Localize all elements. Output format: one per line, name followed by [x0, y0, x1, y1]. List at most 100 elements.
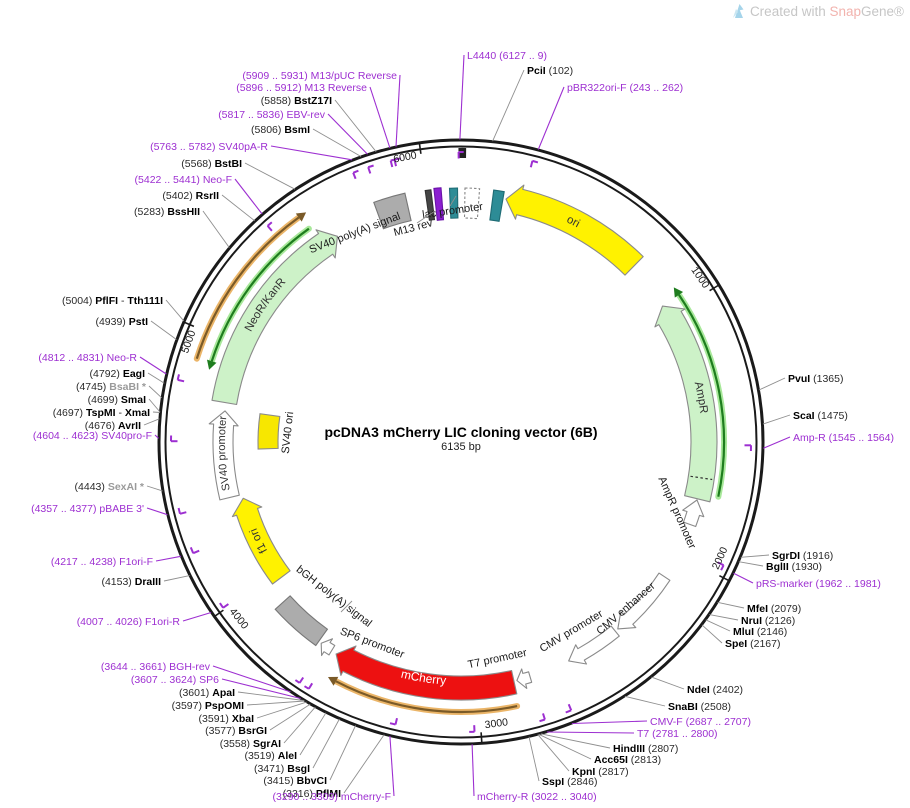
callout-label-HindIII[interactable]: HindIII (2807): [613, 743, 678, 755]
feature-f1-ori[interactable]: [231, 497, 291, 585]
callout-label-PvuI[interactable]: PvuI (1365): [788, 373, 843, 385]
callout-label-SV40pA-R[interactable]: (5763 .. 5782) SV40pA-R: [150, 141, 268, 153]
callout-label-MluI[interactable]: MluI (2146): [733, 626, 787, 638]
callout-label-BssHII[interactable]: (5283) BssHII: [134, 206, 200, 218]
primer-mark-12[interactable]: [177, 507, 187, 515]
callout-label-BstBI[interactable]: (5568) BstBI: [181, 158, 242, 170]
feature-CMV-enhancer[interactable]: [617, 572, 671, 630]
callout-label-SexAI[interactable]: (4443) SexAI *: [75, 481, 145, 493]
callout-label-T7[interactable]: T7 (2781 .. 2800): [637, 728, 718, 740]
primer-mark-7[interactable]: [389, 717, 398, 726]
primer-mark-17[interactable]: [367, 164, 374, 174]
feature-SP6-promoter[interactable]: [320, 638, 336, 657]
callout-label-Acc65I[interactable]: Acc65I (2813): [594, 754, 661, 766]
callout-label-NdeI[interactable]: NdeI (2402): [687, 684, 743, 696]
callout-label-SmaI[interactable]: (4699) SmaI: [88, 394, 146, 406]
callout-label-RsrII[interactable]: (5402) RsrII: [162, 190, 219, 202]
callout-label-BsaBI[interactable]: (4745) BsaBI *: [76, 381, 147, 393]
callout-label-pRS-marker[interactable]: pRS-marker (1962 .. 1981): [756, 578, 881, 590]
callout-label-TspMI[interactable]: (4697) TspMI - XmaI: [53, 407, 150, 419]
primer-mark-1[interactable]: [529, 159, 539, 168]
callout-label-BsrGI[interactable]: (3577) BsrGI: [205, 725, 267, 737]
primer-mark-11[interactable]: [189, 547, 200, 555]
callout-label-AleI[interactable]: (3519) AleI: [244, 750, 297, 762]
feature-orf-green-ampr[interactable]: [673, 287, 728, 500]
callout-label-DraIII[interactable]: (4153) DraIII: [101, 576, 161, 588]
feature-CMV-promoter[interactable]: [568, 625, 620, 665]
feature-NeoR-KanR[interactable]: [211, 229, 338, 406]
primer-mark-19[interactable]: [393, 157, 402, 167]
primer-mark-16[interactable]: [352, 169, 359, 180]
feature-orf-green-neo[interactable]: [207, 225, 312, 370]
primer-mark-10[interactable]: [219, 602, 229, 609]
feature-SV40-promoter[interactable]: [208, 410, 240, 501]
feature-T7-promoter[interactable]: [516, 668, 533, 689]
callout-label-MfeI[interactable]: MfeI (2079): [747, 603, 801, 615]
callout-label-SgrDI[interactable]: SgrDI (1916): [772, 550, 833, 562]
callout-label-F1ori-R[interactable]: (4007 .. 4026) F1ori-R: [77, 616, 181, 628]
primer-mark-9[interactable]: [294, 676, 305, 684]
feature-orf-orange-mcherry[interactable]: [328, 676, 521, 715]
primer-mark-0[interactable]: [457, 150, 464, 159]
callout-label-KpnI[interactable]: KpnI (2817): [572, 766, 629, 778]
callout-label-CMV-F[interactable]: CMV-F (2687 .. 2707): [650, 716, 751, 728]
feature-ori[interactable]: [505, 184, 644, 276]
callout-label-XbaI[interactable]: (3591) XbaI: [199, 713, 255, 725]
callout-label-EBV-rev[interactable]: (5817 .. 5836) EBV-rev: [218, 109, 326, 121]
callout-label-M13[interactable]: (5896 .. 5912) M13 Reverse: [236, 82, 367, 94]
callout-label-BglII[interactable]: BglII (1930): [766, 561, 822, 573]
callout-label-PflMI[interactable]: (3316) PflMI: [283, 788, 341, 800]
callout-label-SV40pro-F[interactable]: (4604 .. 4623) SV40pro-F: [33, 430, 152, 442]
callout-label-PspOMI[interactable]: (3597) PspOMI: [172, 700, 244, 712]
primer-mark-13[interactable]: [170, 435, 178, 443]
primer-mark-3[interactable]: [717, 561, 725, 571]
feature-M13-rev-box[interactable]: [433, 187, 445, 221]
feature-orf-orange-neo[interactable]: [193, 212, 307, 362]
primer-mark-5[interactable]: [539, 713, 546, 723]
primer-mark-15[interactable]: [266, 221, 273, 232]
callout-label-ScaI[interactable]: ScaI (1475): [793, 410, 848, 422]
feature-label-T7-promoter[interactable]: T7 promoter: [467, 647, 528, 671]
feature-label-SV40-ori[interactable]: SV40 ori: [280, 411, 296, 454]
callout-label-Amp-R[interactable]: Amp-R (1545 .. 1564): [793, 432, 894, 444]
feature-label-ori[interactable]: ori: [565, 214, 582, 231]
callout-label-pBABE[interactable]: (4357 .. 4377) pBABE 3': [31, 503, 144, 515]
feature-AmpR-promoter[interactable]: [682, 499, 705, 528]
feature-lac-box-1[interactable]: [448, 187, 459, 219]
primer-mark-14[interactable]: [176, 374, 185, 383]
feature-bGH-polyA-signal[interactable]: [274, 595, 329, 647]
primer-mark-4[interactable]: [565, 703, 573, 714]
callout-label-PciI[interactable]: PciI (102): [527, 65, 573, 77]
callout-label-M13/pUC[interactable]: (5909 .. 5931) M13/pUC Reverse: [242, 70, 397, 82]
callout-label-BbvCI[interactable]: (3415) BbvCI: [263, 775, 327, 787]
callout-label-mCherry-R[interactable]: mCherry-R (3022 .. 3040): [477, 791, 597, 803]
callout-label-PflFI[interactable]: (5004) PflFI - Tth111I: [62, 295, 163, 307]
primer-mark-2[interactable]: [744, 444, 752, 452]
callout-label-F1ori-F[interactable]: (4217 .. 4238) F1ori-F: [51, 556, 153, 568]
callout-label-BsgI[interactable]: (3471) BsgI: [254, 763, 310, 775]
callout-label-NruI[interactable]: NruI (2126): [741, 615, 795, 627]
callout-label-pBR322ori-F[interactable]: pBR322ori-F (243 .. 262): [567, 82, 683, 94]
callout-label-ApaI[interactable]: (3601) ApaI: [179, 687, 235, 699]
primer-mark-8[interactable]: [303, 682, 314, 690]
callout-label-Neo-F[interactable]: (5422 .. 5441) Neo-F: [135, 174, 232, 186]
callout-label-BstZ17I[interactable]: (5858) BstZ17I: [261, 95, 332, 107]
feature-SV40-ori[interactable]: [257, 413, 281, 450]
callout-label-EagI[interactable]: (4792) EagI: [90, 368, 146, 380]
callout-label-L4440[interactable]: L4440 (6127 .. 9): [467, 50, 547, 62]
callout-label-PstI[interactable]: (4939) PstI: [95, 316, 148, 328]
feature-mCherry[interactable]: [335, 645, 518, 701]
callout-label-SpeI[interactable]: SpeI (2167): [725, 638, 780, 650]
callout-label-BGH-rev[interactable]: (3644 .. 3661) BGH-rev: [101, 661, 211, 673]
feature-AmpR[interactable]: [654, 305, 718, 503]
callout-label-SspI[interactable]: SspI (2846): [542, 776, 597, 788]
callout-label-AvrII[interactable]: (4676) AvrII: [85, 420, 141, 432]
callout-label-SnaBI[interactable]: SnaBI (2508): [668, 701, 731, 713]
callout-label-SgrAI[interactable]: (3558) SgrAI: [220, 738, 281, 750]
feature-SV40-polyA-signal[interactable]: [373, 192, 412, 230]
callout-label-BsmI[interactable]: (5806) BsmI: [251, 124, 310, 136]
primer-mark-6[interactable]: [469, 725, 476, 733]
callout-label-SP6[interactable]: (3607 .. 3624) SP6: [131, 674, 219, 686]
callout-label-mCherry-F[interactable]: (3290 .. 3309) mCherry-F: [273, 791, 391, 803]
feature-lac-box-2[interactable]: [489, 189, 505, 222]
